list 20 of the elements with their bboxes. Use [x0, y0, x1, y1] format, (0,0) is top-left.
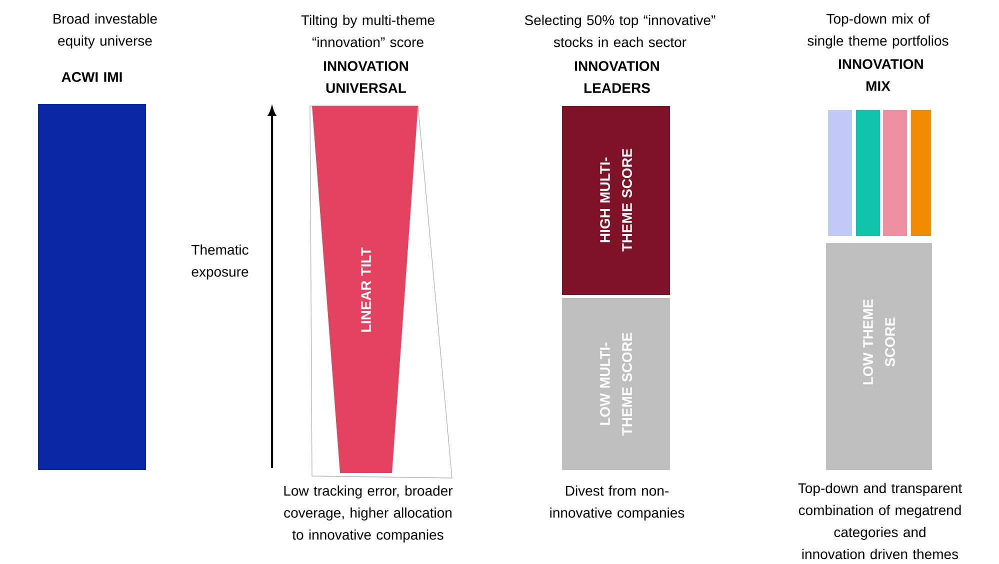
- bar-label: HIGH MULTI-THEME SCORE: [600, 148, 632, 252]
- bar-label: LINEAR TILT: [361, 248, 371, 332]
- bar-label: LOW THEME SCORE: [863, 299, 895, 384]
- column-caption: Tilting by multi-theme “innovation” score: [301, 14, 434, 48]
- bar-label: LOW MULTI-THEME SCORE: [600, 332, 632, 436]
- column-heading: INNOVATION MIX: [838, 59, 923, 91]
- description-text: Divest from non-innovative companies: [550, 485, 684, 521]
- theme-bar: [828, 110, 852, 236]
- column-heading: INNOVATION LEADERS: [575, 61, 659, 93]
- column-caption: Selecting 50% top “innovative” stocks in each sector: [524, 14, 716, 48]
- column-caption: Top-down mix of single theme portfolios: [808, 13, 948, 49]
- theme-bar: [856, 110, 880, 236]
- column-heading: ACWI IMI: [62, 72, 122, 82]
- description-text: Broad investable equity universe: [54, 13, 157, 49]
- description-text: Top-down and transparent combination of megatrend categories and innovation driven themes: [798, 482, 962, 560]
- axis-label: Thematic exposure: [192, 244, 248, 280]
- theme-bar: [883, 110, 908, 236]
- description-text: Low tracking error, broader coverage, higher allocation to innovative companies: [284, 485, 453, 543]
- theme-bar: [911, 110, 931, 236]
- column-heading: INNOVATION UNIVERSAL: [324, 61, 408, 93]
